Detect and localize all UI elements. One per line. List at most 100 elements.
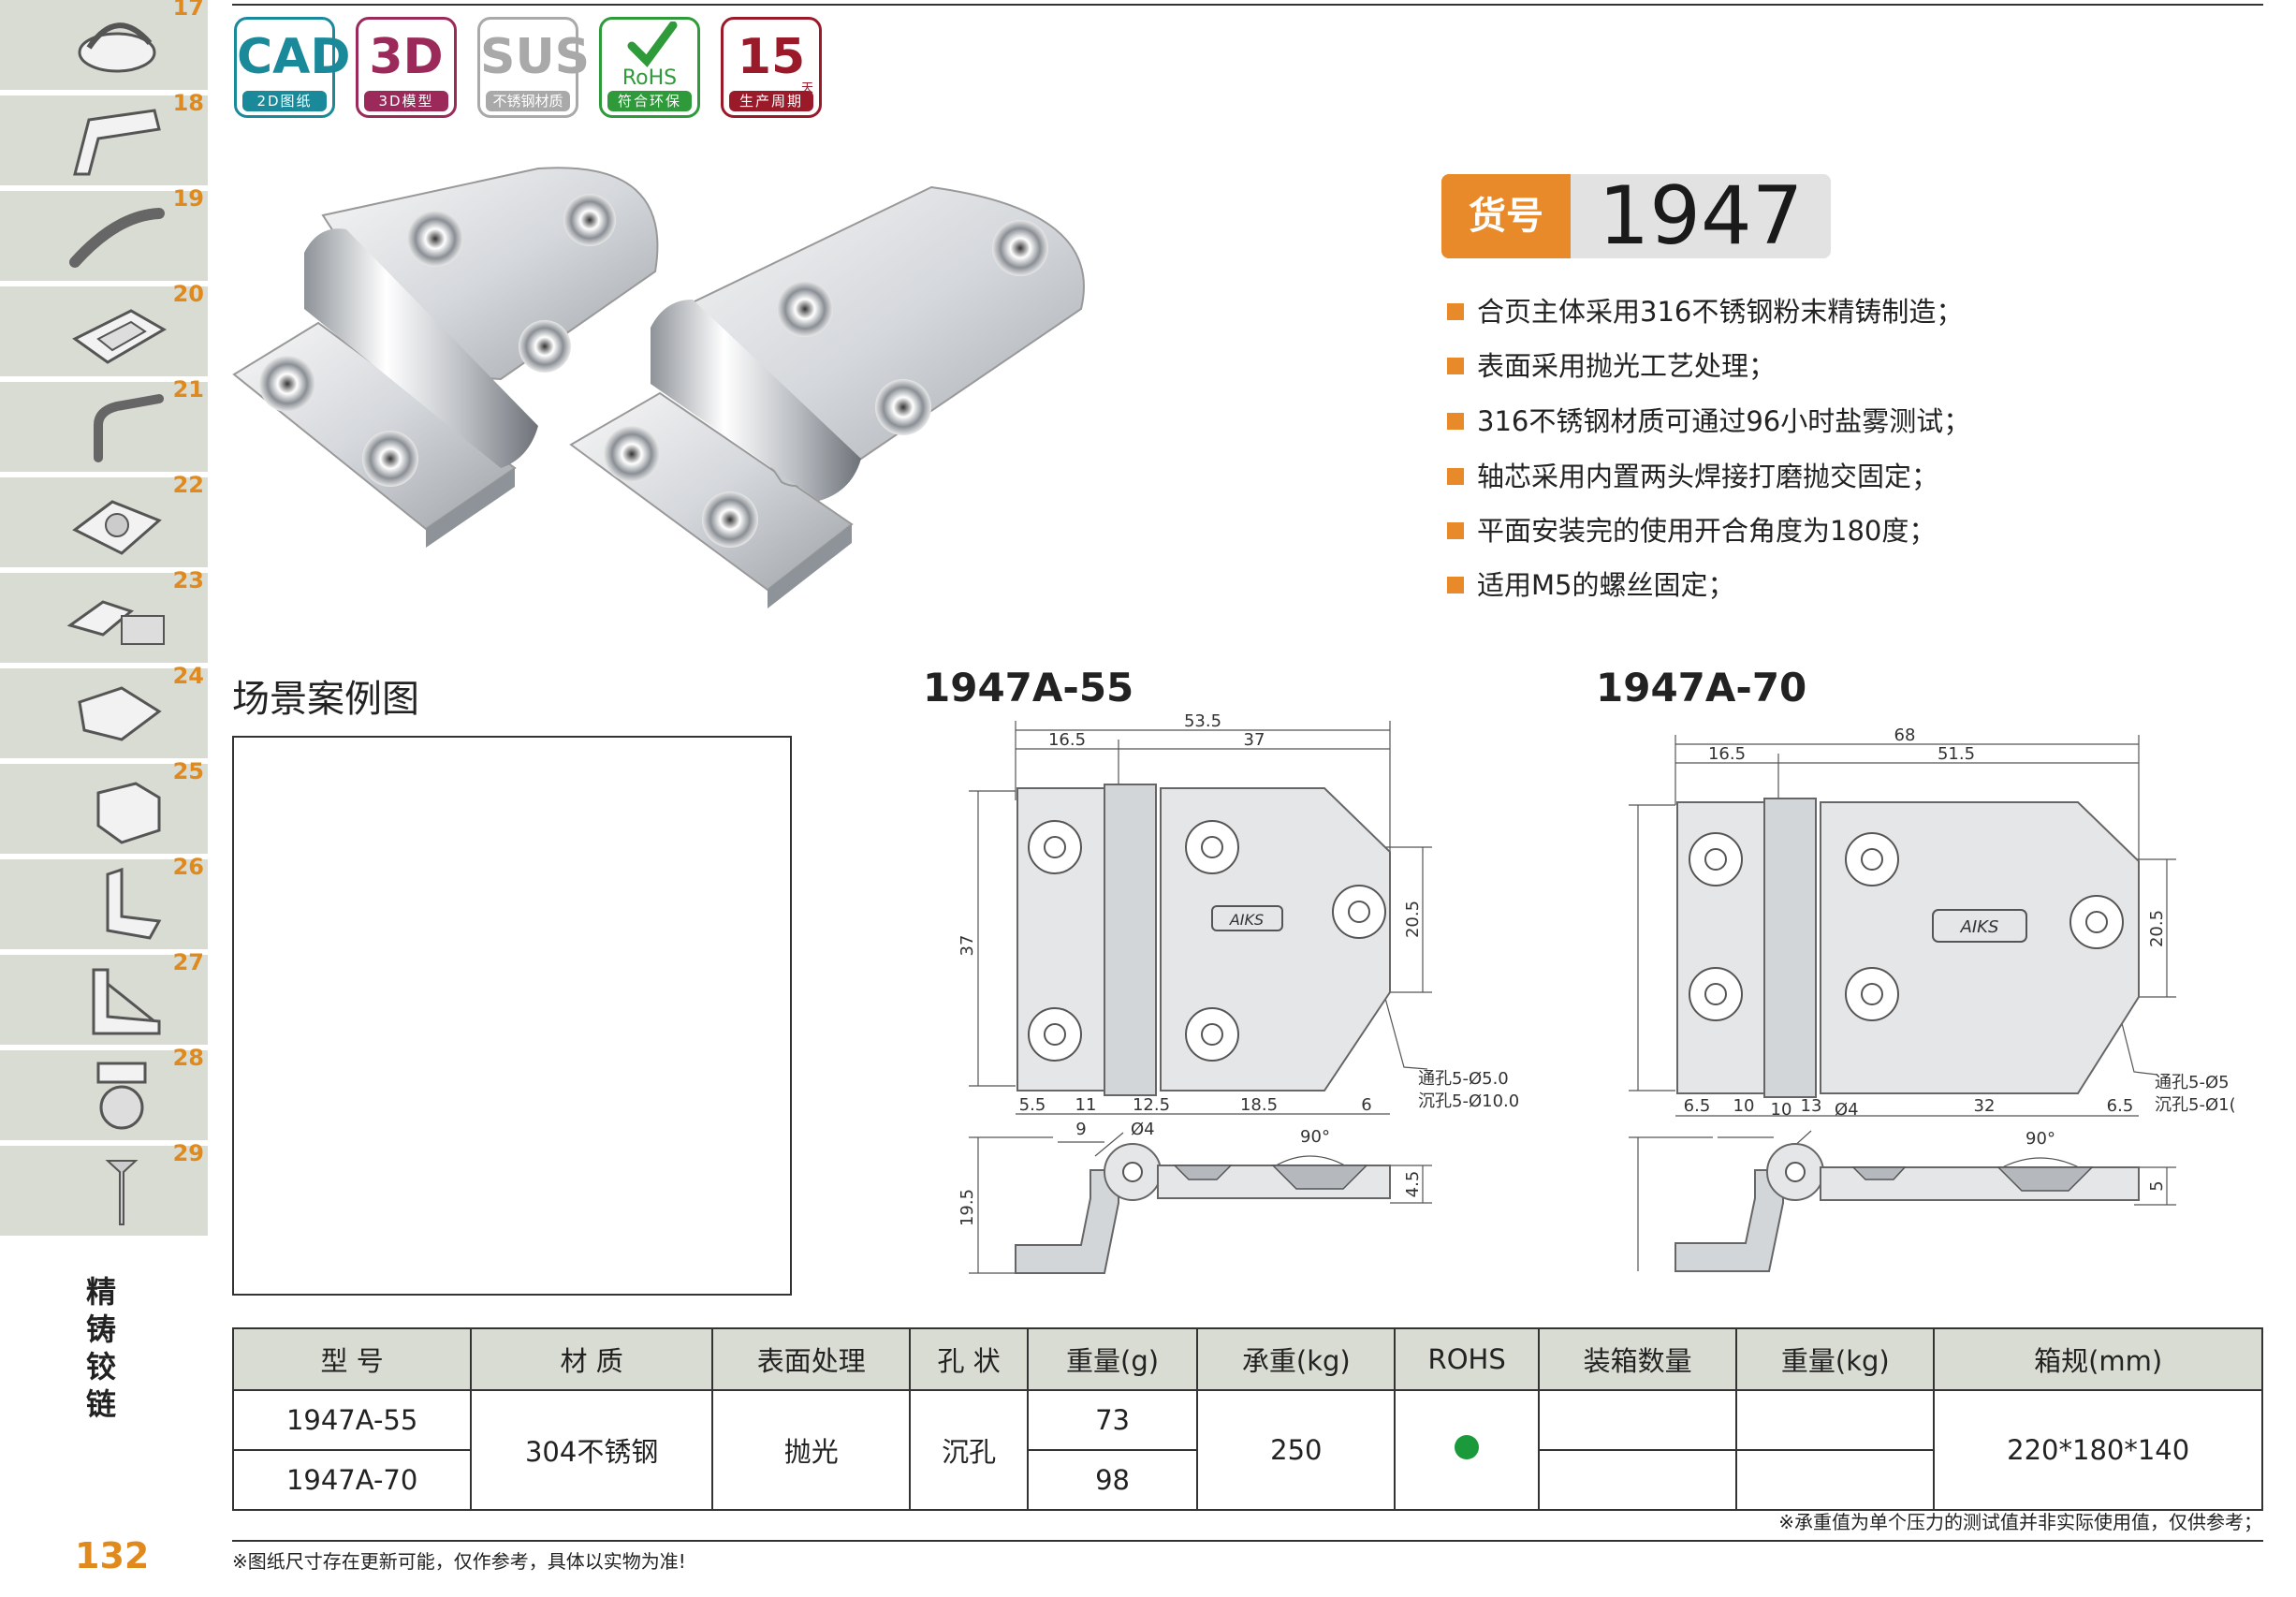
tube-handle-icon	[94, 394, 164, 462]
aiks-logo	[1211, 905, 1283, 931]
sidebar-item-22[interactable]: 22	[0, 472, 208, 567]
badge-main: 3D	[369, 29, 444, 85]
cad-badge[interactable]: CAD 2D图纸	[234, 17, 351, 118]
table-row: 1947A-55 304不锈钢 抛光 沉孔 73 250 220*180*140	[231, 1389, 2263, 1511]
dim-height: 37	[958, 935, 977, 957]
product-photo	[232, 167, 1085, 608]
d-ring-icon	[78, 22, 156, 73]
dim-b2: 10	[1733, 1096, 1755, 1116]
dim-side-height: 19.5	[958, 1189, 977, 1226]
header-box-size: 箱规(mm)	[1933, 1327, 2263, 1391]
sidebar-item-number: 27	[172, 949, 204, 975]
dim-total: 68	[1894, 725, 1916, 745]
sidebar: 17 18 19 20 21 22 23 24 25 26 27 28	[0, 0, 208, 1240]
scene-image-placeholder	[232, 736, 792, 1296]
recessed-handle-icon	[72, 309, 167, 364]
sidebar-item-28[interactable]: 28	[0, 1045, 208, 1140]
badge-caption: 3D模型	[364, 91, 448, 111]
badge-caption: 2D图纸	[242, 91, 327, 111]
cell-hole: 沉孔	[909, 1389, 1029, 1511]
dim-left: 16.5	[1708, 744, 1746, 764]
drawing-title-55: 1947A-55	[923, 665, 1134, 711]
sidebar-item-number: 28	[172, 1045, 204, 1071]
cell-model: 1947A-70	[231, 1449, 473, 1511]
dim-b1: 6.5	[1684, 1096, 1711, 1116]
dim-b3: 13	[1801, 1096, 1822, 1116]
cell-material: 304不锈钢	[470, 1389, 714, 1511]
sidebar-item-21[interactable]: 21	[0, 376, 208, 472]
header-material: 材 质	[470, 1327, 714, 1391]
drawing-note: ※图纸尺寸存在更新可能，仅作参考，具体以实物为准!	[232, 1550, 686, 1573]
cell-box-size: 220*180*140	[1933, 1389, 2263, 1511]
dim-shaft-offset: 10	[1771, 1100, 1792, 1120]
header-finish: 表面处理	[711, 1327, 912, 1391]
dim-b1: 5.5	[1019, 1095, 1046, 1115]
cell-rohs	[1394, 1389, 1540, 1511]
sidebar-item-number: 25	[172, 758, 204, 784]
dim-hole-pitch: 20.5	[1403, 901, 1423, 938]
aiks-logo	[1932, 909, 2027, 943]
sidebar-item-17[interactable]: 17	[0, 0, 208, 90]
load-note: ※承重值为单个压力的测试值并非实际使用值，仅供参考；	[1778, 1511, 2262, 1533]
item-number-label: 货号	[1441, 174, 1571, 258]
cell-finish: 抛光	[711, 1389, 912, 1511]
sidebar-item-24[interactable]: 24	[0, 663, 208, 758]
feature-item: 轴芯采用内置两头焊接打磨抛交固定；	[1447, 455, 1938, 494]
drawing-logo-text: AIKS	[1229, 911, 1264, 929]
lead-time-badge[interactable]: 15 天 生产周期	[721, 17, 822, 118]
feature-item: 表面采用抛光工艺处理；	[1447, 344, 1776, 384]
hole-note-through: 通孔5-Ø5.0	[1418, 1069, 1509, 1089]
3d-badge[interactable]: 3D 3D模型	[356, 17, 457, 118]
sidebar-item-number: 23	[172, 567, 204, 593]
cell-weight-kg	[1735, 1389, 1936, 1451]
table-header-row: 型 号 材 质 表面处理 孔 状 重量(g) 承重(kg) ROHS 装箱数量 …	[231, 1327, 2263, 1391]
sidebar-item-27[interactable]: 27	[0, 949, 208, 1045]
badge-main: CAD	[237, 29, 351, 85]
dim-shaft-dia: Ø4	[1131, 1120, 1155, 1139]
spec-table: 型 号 材 质 表面处理 孔 状 重量(g) 承重(kg) ROHS 装箱数量 …	[231, 1327, 2263, 1511]
angle-bracket-icon	[106, 867, 162, 940]
dim-b3: 12.5	[1133, 1095, 1170, 1115]
category-title: 精铸铰链	[85, 1274, 116, 1422]
hole-note-counter: 沉孔5-Ø10.0	[1418, 1092, 1519, 1111]
badge-caption: 生产周期	[729, 91, 813, 111]
sidebar-item-23[interactable]: 23	[0, 567, 208, 663]
sidebar-item-number: 26	[172, 854, 204, 880]
sidebar-item-29[interactable]: 29	[0, 1140, 208, 1236]
cell-weight-kg	[1735, 1449, 1936, 1511]
cell-pack-qty	[1537, 1389, 1738, 1451]
badge-main: 15	[737, 29, 806, 85]
dim-shaft-offset: 9	[1075, 1120, 1086, 1139]
header-model: 型 号	[231, 1327, 473, 1391]
support-bracket-icon	[92, 968, 161, 1035]
sidebar-item-20[interactable]: 20	[0, 281, 208, 376]
sus-badge[interactable]: SUS 不锈钢材质	[477, 17, 590, 118]
rohs-badge[interactable]: RoHS 符合环保	[599, 17, 700, 118]
dim-b5: 6.5	[2107, 1096, 2134, 1116]
hole-note-through: 通孔5-Ø5	[2155, 1073, 2230, 1092]
item-number: 1947	[1571, 174, 1831, 258]
sidebar-item-19[interactable]: 19	[0, 185, 208, 281]
sidebar-item-18[interactable]: 18	[0, 90, 208, 185]
dim-b4: 32	[1974, 1096, 1996, 1116]
table-row: 1947A-70 98	[231, 1449, 2262, 1511]
sidebar-item-number: 20	[172, 281, 204, 307]
caster-icon	[96, 1062, 147, 1130]
dim-left: 16.5	[1048, 730, 1086, 750]
bottom-rule	[232, 1540, 2263, 1542]
draw-latch-icon	[78, 686, 162, 741]
cell-weight: 98	[1026, 1449, 1199, 1511]
screw-icon	[105, 1160, 139, 1225]
cell-load: 250	[1196, 1389, 1397, 1511]
sidebar-item-25[interactable]: 25	[0, 758, 208, 854]
technical-drawing-55: AIKS 53.5 16.5 37 37 20.5 5.5 11 12.5 18…	[958, 711, 1519, 1274]
dim-angle: 90°	[2025, 1129, 2055, 1149]
drawing-title-70: 1947A-70	[1596, 665, 1807, 711]
dim-thickness: 5	[2147, 1180, 2167, 1191]
sidebar-item-26[interactable]: 26	[0, 854, 208, 949]
sidebar-item-number: 19	[172, 185, 204, 212]
bow-handle-icon	[69, 208, 165, 268]
technical-drawing-70: AIKS 68 16.5 51.5 20.5 6.5 10 13 32 6.5 …	[1629, 725, 2236, 1272]
header-rohs: ROHS	[1394, 1327, 1540, 1391]
dim-b4: 18.5	[1240, 1095, 1278, 1115]
